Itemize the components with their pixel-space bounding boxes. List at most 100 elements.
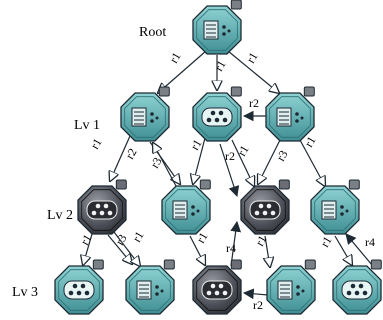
octagon-inner bbox=[314, 189, 356, 231]
node-handle bbox=[115, 179, 127, 190]
list-window-icon bbox=[276, 107, 304, 127]
edge-a2-b2: r1 bbox=[187, 137, 206, 184]
node-handle bbox=[304, 259, 316, 270]
edge-b2-c3: r1 bbox=[189, 230, 211, 265]
edge-label: r3 bbox=[147, 155, 164, 171]
dots-icon bbox=[341, 280, 373, 300]
octagon-inner bbox=[196, 269, 238, 311]
node-handle bbox=[199, 179, 211, 190]
edge-label: r2 bbox=[225, 149, 235, 163]
list-window-icon bbox=[277, 280, 305, 300]
edge-a3-b3: r3 bbox=[258, 139, 291, 184]
edge-label: r1 bbox=[129, 229, 146, 245]
edge-label: r1 bbox=[166, 50, 183, 66]
edge-line bbox=[110, 135, 131, 181]
edge-line bbox=[230, 220, 242, 267]
node-b3 bbox=[240, 179, 290, 235]
level-label-lv3: Lv 3 bbox=[12, 285, 38, 300]
octagon-inner bbox=[336, 269, 378, 311]
edge-label: r2 bbox=[122, 146, 139, 162]
edge-label: r4 bbox=[365, 235, 375, 249]
node-a3 bbox=[265, 86, 315, 142]
edge-line bbox=[158, 50, 207, 93]
edge-line bbox=[227, 50, 279, 93]
octagon-inner bbox=[270, 269, 312, 311]
edge-c4-c3: r2 bbox=[242, 288, 269, 312]
edge-line bbox=[265, 235, 270, 267]
edge-root-a2: r1 bbox=[211, 55, 229, 90]
node-handle bbox=[230, 0, 242, 10]
level-label-lv1: Lv 1 bbox=[74, 118, 100, 133]
node-c3 bbox=[192, 259, 242, 315]
node-c4 bbox=[266, 259, 316, 315]
edge-a1-b1: r1 bbox=[87, 135, 131, 181]
octagon-inner bbox=[165, 189, 207, 231]
octagon-inner bbox=[81, 189, 123, 231]
edge-label: r4 bbox=[226, 241, 236, 255]
dots-icon bbox=[201, 280, 233, 300]
node-b1 bbox=[77, 179, 127, 235]
node-root bbox=[192, 0, 242, 55]
edge-line bbox=[231, 139, 254, 186]
node-a1 bbox=[120, 86, 170, 142]
node-handle bbox=[92, 259, 104, 270]
dots-icon bbox=[249, 200, 281, 220]
edge-line bbox=[193, 137, 206, 184]
octagon-inner bbox=[269, 96, 311, 138]
node-handle bbox=[230, 259, 242, 270]
level-label-lv2: Lv 2 bbox=[47, 208, 73, 223]
edge-line bbox=[258, 139, 281, 184]
edge-label: r2 bbox=[253, 298, 263, 312]
edge-line bbox=[242, 288, 269, 300]
nodes-layer bbox=[54, 0, 382, 315]
node-handle bbox=[370, 259, 382, 270]
edge-line bbox=[107, 234, 132, 264]
list-window-icon bbox=[203, 20, 231, 40]
edge-a3-a2: r2 bbox=[242, 96, 268, 122]
edge-c5-b4: r4 bbox=[345, 233, 375, 266]
node-c1 bbox=[54, 259, 104, 315]
node-handle bbox=[348, 179, 360, 190]
edge-c3-b3: r4 bbox=[226, 220, 242, 267]
list-window-icon bbox=[136, 280, 164, 300]
edge-b3-c4: r1 bbox=[252, 233, 270, 267]
edge-line bbox=[113, 231, 140, 266]
edge-line bbox=[189, 235, 205, 265]
edge-line bbox=[219, 143, 240, 198]
octagon-inner bbox=[124, 96, 166, 138]
edge-line bbox=[345, 233, 373, 266]
edge-line bbox=[299, 139, 325, 186]
octagon-inner bbox=[244, 189, 286, 231]
octagon-inner bbox=[196, 9, 238, 51]
node-handle bbox=[303, 86, 315, 97]
octagon-inner bbox=[196, 96, 238, 138]
edge-label: r1 bbox=[317, 234, 334, 250]
list-window-icon bbox=[131, 107, 159, 127]
node-b2 bbox=[161, 179, 211, 235]
node-c5 bbox=[332, 259, 382, 315]
node-a2 bbox=[192, 86, 242, 142]
edge-b1-c2: r3 bbox=[107, 232, 132, 264]
node-handle bbox=[163, 259, 175, 270]
edge-label: r1 bbox=[234, 143, 251, 159]
edge-b1-c1: r1 bbox=[77, 232, 95, 265]
dots-icon bbox=[63, 280, 95, 300]
dots-icon bbox=[201, 107, 233, 127]
list-window-icon bbox=[172, 200, 200, 220]
edge-line bbox=[334, 235, 352, 265]
edge-line bbox=[83, 233, 93, 265]
octagon-inner bbox=[58, 269, 100, 311]
edge-label: r1 bbox=[211, 58, 228, 74]
node-handle bbox=[230, 86, 242, 97]
octagon-inner bbox=[129, 269, 171, 311]
edge-line bbox=[153, 143, 177, 187]
list-window-icon bbox=[321, 200, 349, 220]
node-handle bbox=[278, 179, 290, 190]
edge-label: r1 bbox=[87, 136, 104, 152]
level-labels: Root Lv 1 Lv 2 Lv 3 bbox=[12, 25, 166, 300]
edge-label: r2 bbox=[249, 96, 259, 110]
edge-b2-a1: r3 bbox=[147, 143, 177, 187]
edge-a2-b3: r1 bbox=[231, 139, 254, 186]
